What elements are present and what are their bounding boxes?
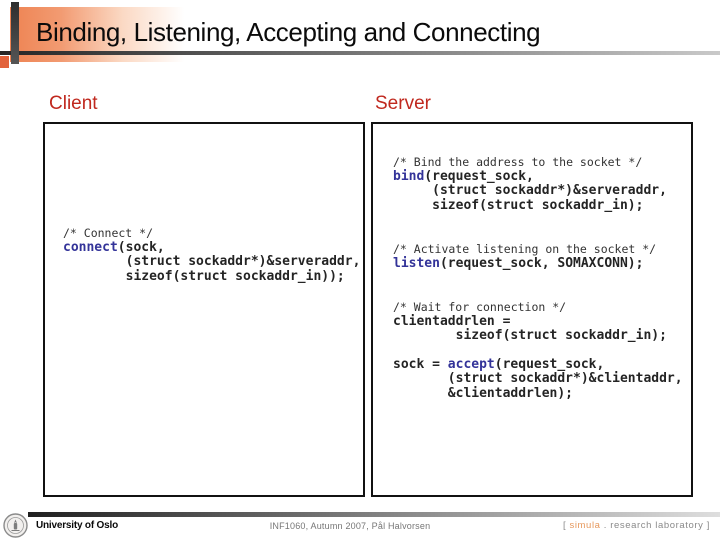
code-text: sock = <box>393 356 448 372</box>
code-text: sizeof(struct sockaddr_in)); <box>63 268 345 284</box>
code-comment: /* Activate listening on the socket */ <box>393 242 657 256</box>
title-horizontal-rule <box>0 51 720 55</box>
code-text: sizeof(struct sockaddr_in); <box>393 197 644 213</box>
server-label: Server <box>375 93 431 114</box>
lab-open-bracket: [ <box>563 520 570 531</box>
client-code-box: /* Connect */connect(sock, (struct socka… <box>43 122 365 497</box>
code-text: clientaddrlen = <box>393 313 511 329</box>
lab-rest: research laboratory <box>610 520 704 531</box>
simula-lab-mark: [ simula . research laboratory ] <box>563 520 710 531</box>
code-line: clientaddrlen = <box>393 313 691 330</box>
footer-course-info: INF1060, Autumn 2007, Pål Halvorsen <box>269 521 431 531</box>
lab-close-bracket: ] <box>703 520 710 531</box>
code-line: (struct sockaddr*)&serveraddr, <box>393 183 691 199</box>
code-line: bind(request_sock, <box>393 168 691 185</box>
code-block: /* Connect */connect(sock, (struct socka… <box>63 226 363 284</box>
code-line: sock = accept(request_sock, <box>393 356 691 373</box>
code-line: sizeof(struct sockaddr_in); <box>393 197 691 214</box>
lab-separator: . <box>600 520 611 531</box>
code-comment: /* Connect */ <box>63 226 154 240</box>
uio-seal-icon <box>3 513 28 538</box>
code-text: (struct sockaddr*)&serveraddr, <box>393 183 667 198</box>
code-line: sizeof(struct sockaddr_in); <box>393 328 691 344</box>
lab-name: simula <box>569 520 601 531</box>
code-block: /* Bind the address to the socket */bind… <box>393 155 691 213</box>
code-line: (struct sockaddr*)&serveraddr, <box>63 254 363 270</box>
code-line: &clientaddrlen); <box>393 385 691 402</box>
code-block: /* Activate listening on the socket */li… <box>393 242 691 271</box>
code-line: listen(request_sock, SOMAXCONN); <box>393 255 691 272</box>
code-text: (request_sock, SOMAXCONN); <box>439 255 644 271</box>
code-keyword: accept <box>447 356 495 372</box>
code-keyword: listen <box>393 255 440 271</box>
server-code-blocks: /* Bind the address to the socket */bind… <box>373 124 691 401</box>
client-label: Client <box>49 93 98 114</box>
code-block: sock = accept(request_sock, (struct sock… <box>393 356 691 402</box>
code-line: connect(sock, <box>63 239 363 256</box>
code-keyword: connect <box>63 239 118 255</box>
code-text: (request_sock, <box>424 168 534 184</box>
footer-university: University of Oslo <box>36 520 118 531</box>
code-line: (struct sockaddr*)&clientaddr, <box>393 371 691 387</box>
code-text: (struct sockaddr*)&clientaddr, <box>393 371 683 386</box>
code-line: sizeof(struct sockaddr_in)); <box>63 268 363 285</box>
code-comment: /* Bind the address to the socket */ <box>393 155 643 169</box>
code-block: /* Wait for connection */clientaddrlen =… <box>393 300 691 344</box>
server-code-box: /* Bind the address to the socket */bind… <box>371 122 693 497</box>
code-text: (struct sockaddr*)&serveraddr, <box>63 254 361 269</box>
slide-title: Binding, Listening, Accepting and Connec… <box>36 17 541 47</box>
code-comment: /* Wait for connection */ <box>393 300 567 314</box>
code-text: (sock, <box>117 239 165 255</box>
client-code-blocks: /* Connect */connect(sock, (struct socka… <box>45 124 363 284</box>
code-text: sizeof(struct sockaddr_in); <box>393 328 667 343</box>
code-text: &clientaddrlen); <box>393 385 574 401</box>
footer-rule <box>28 512 720 517</box>
title-vertical-bar <box>11 2 19 64</box>
accent-square <box>0 56 9 68</box>
code-text: (request_sock, <box>494 356 605 372</box>
code-keyword: bind <box>393 168 425 184</box>
